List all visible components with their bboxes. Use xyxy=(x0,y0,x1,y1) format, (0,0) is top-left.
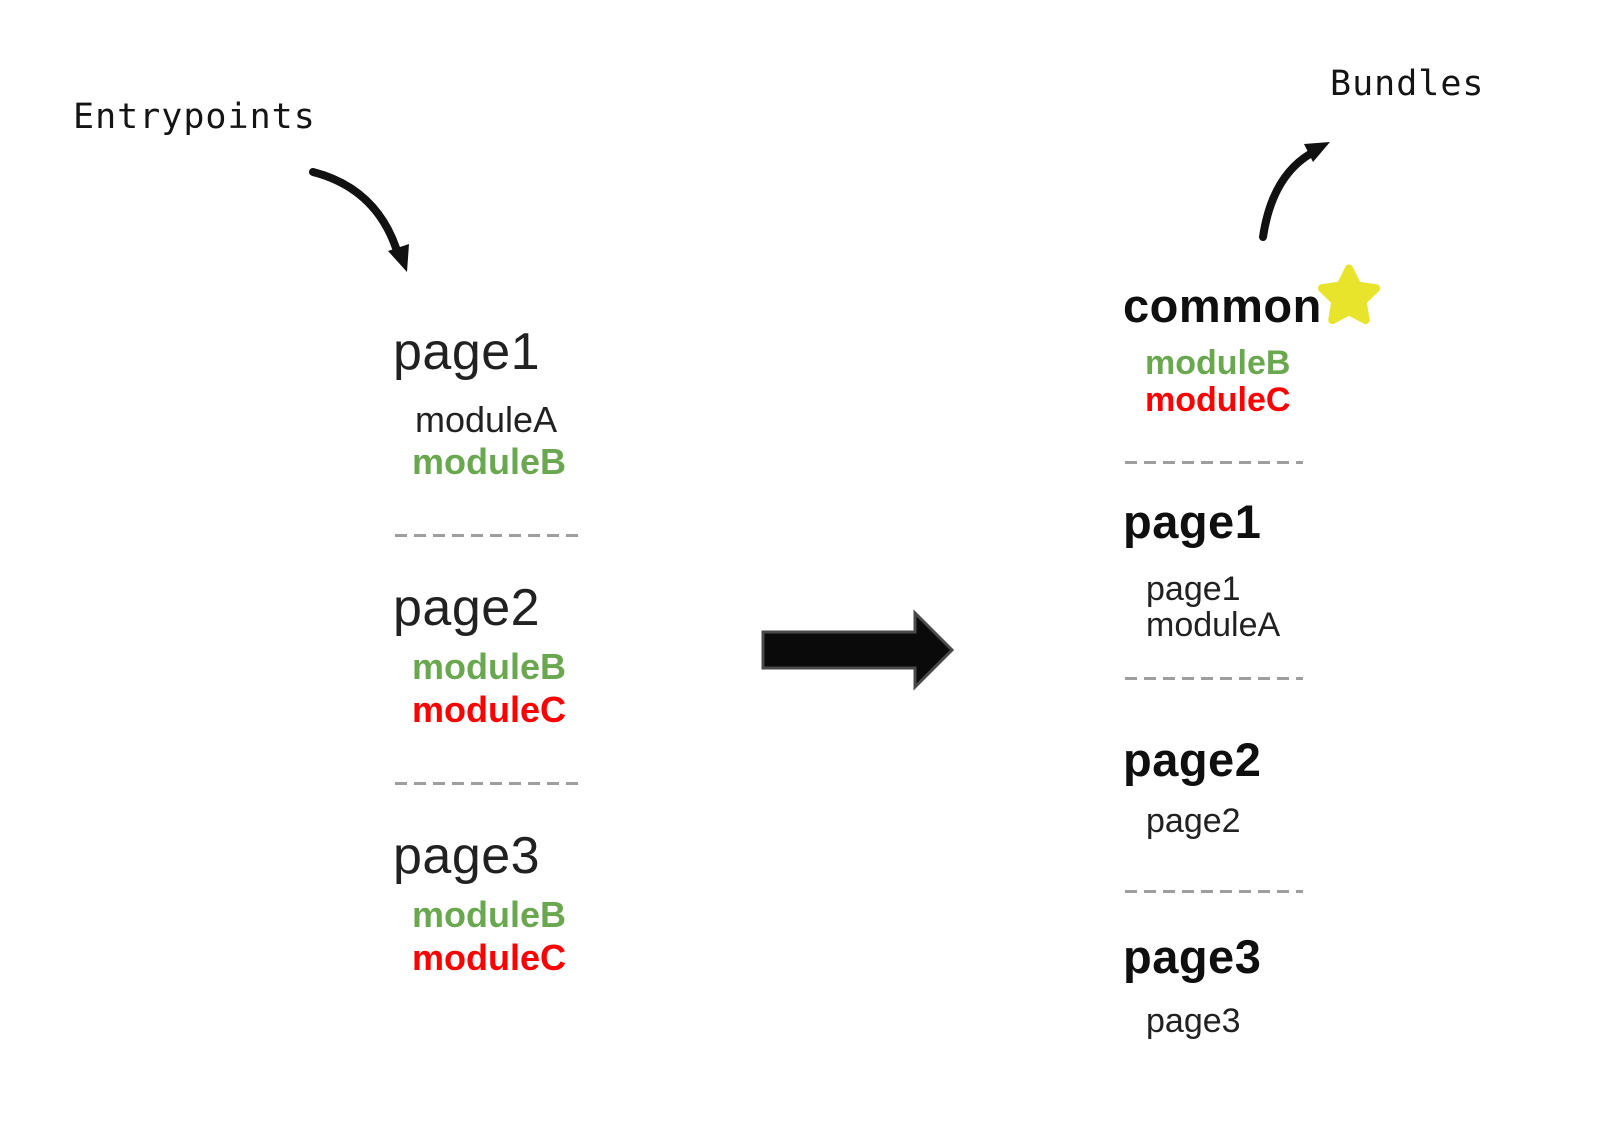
module-item: page2 xyxy=(1146,802,1241,840)
bundle-page3-name: page3 xyxy=(1123,930,1262,983)
module-item: moduleA xyxy=(1146,606,1281,644)
module-item: moduleB xyxy=(412,646,567,687)
module-item: page1 xyxy=(1146,570,1241,608)
module-item: page3 xyxy=(1146,1002,1241,1040)
bundle-page1-name: page1 xyxy=(1123,495,1262,548)
divider xyxy=(395,534,579,537)
entrypoint-page3-name: page3 xyxy=(393,827,541,885)
bundle-common-name: common xyxy=(1123,279,1322,332)
module-item: moduleA xyxy=(415,399,558,440)
entrypoints-label: Entrypoints xyxy=(73,97,316,137)
module-item: moduleB xyxy=(1145,344,1291,382)
entrypoint-page2-name: page2 xyxy=(393,579,541,637)
entrypoints-curved-arrow-icon xyxy=(300,160,430,290)
module-item: moduleC xyxy=(412,937,567,978)
module-item: moduleB xyxy=(412,894,567,935)
entrypoint-page1-name: page1 xyxy=(393,323,541,381)
bundles-curved-arrow-icon xyxy=(1240,125,1350,250)
divider xyxy=(1125,890,1303,893)
divider xyxy=(1125,461,1303,464)
bundle-page2-name: page2 xyxy=(1123,733,1262,786)
bundles-label: Bundles xyxy=(1330,64,1485,104)
module-item: moduleC xyxy=(412,689,567,730)
transform-arrow-icon xyxy=(750,600,970,700)
divider xyxy=(1125,677,1303,680)
divider xyxy=(395,782,579,785)
module-item: moduleB xyxy=(412,441,567,482)
star-icon xyxy=(1317,264,1381,328)
module-item: moduleC xyxy=(1145,381,1291,419)
